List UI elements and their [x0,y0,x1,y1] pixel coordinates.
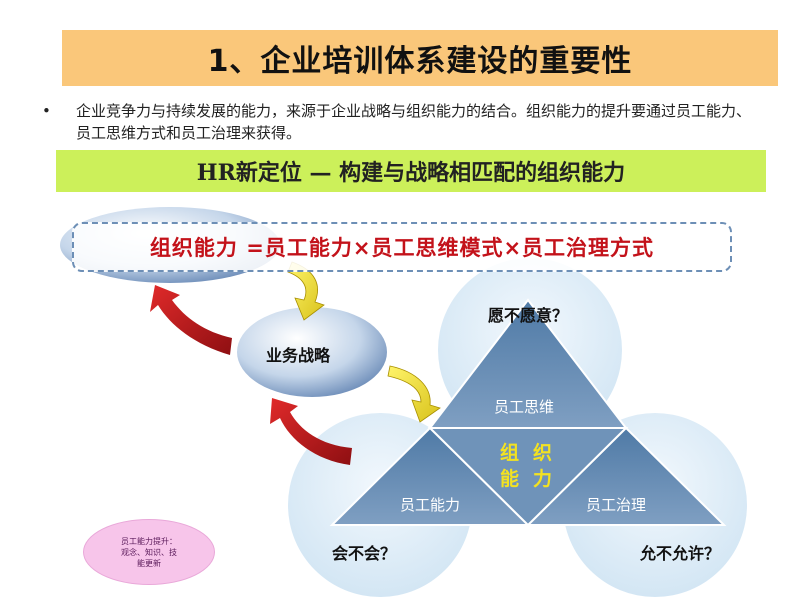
question-ability: 会不会？ [332,544,397,563]
question-permission: 允不允许？ [640,544,721,563]
bullet-marker: • [42,102,51,120]
note-line-2: 观念、知识、技 [121,547,177,557]
question-willingness: 愿不愿意？ [488,306,569,325]
core-label-line1: 组织 [500,442,567,464]
title-bar: 1、企业培训体系建设的重要性 [62,30,778,86]
subtitle-text: HR新定位 — 构建与战略相匹配的组织能力 [196,160,626,186]
intro-paragraph: • 企业竞争力与持续发展的能力，来源于企业战略与组织能力的结合。组织能力的提升要… [42,100,762,144]
intro-text: 企业竞争力与持续发展的能力，来源于企业战略与组织能力的结合。组织能力的提升要通过… [76,102,752,142]
triangle-label-ability: 员工能力 [400,496,461,514]
capability-triangle [329,298,727,527]
subtitle-bar: HR新定位 — 构建与战略相匹配的组织能力 [56,150,766,192]
note-line-1: 员工能力提升： [121,536,177,546]
red-arrow-lower [270,398,352,465]
triangle-center [427,427,629,527]
strategy-label: 业务战略 [266,346,331,365]
note-line-3: 能更新 [137,558,161,568]
red-arrow-upper [150,285,232,355]
strategy-oval [237,307,387,397]
ability-improvement-note: 员工能力提升： 观念、知识、技 能更新 [83,519,215,585]
yellow-arrow-lower [387,365,441,423]
core-label-line2: 能力 [500,468,567,490]
formula-text: 组织能力 =员工能力×员工思维模式×员工治理方式 [149,236,655,260]
page-title: 1、企业培训体系建设的重要性 [207,44,633,79]
formula-box: 组织能力 =员工能力×员工思维模式×员工治理方式 [72,222,732,272]
triangle-label-governance: 员工治理 [586,496,647,514]
triangle-label-thinking: 员工思维 [494,398,555,416]
yellow-arrow-upper [287,261,325,321]
